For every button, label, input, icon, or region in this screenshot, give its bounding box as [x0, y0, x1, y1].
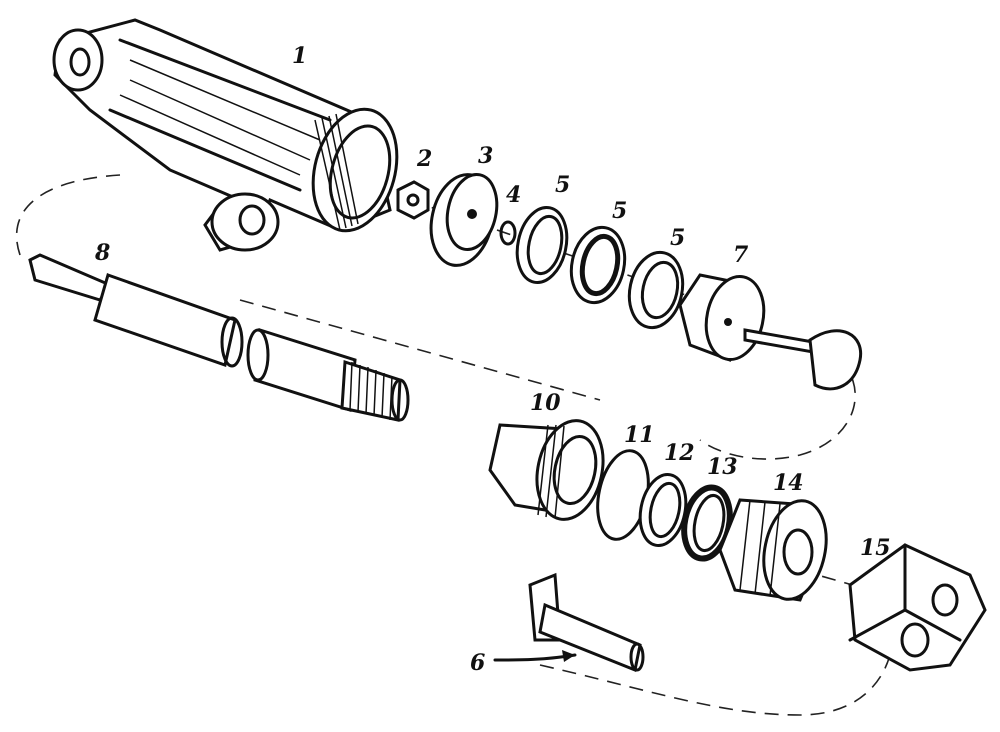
cup-seals	[515, 205, 685, 330]
label-12: 12	[664, 440, 695, 466]
nut-part	[396, 180, 430, 220]
label-5c: 5	[670, 225, 685, 251]
piston-follower	[678, 273, 863, 391]
label-8: 8	[94, 240, 110, 266]
label-15: 15	[860, 535, 891, 561]
label-3: 3	[478, 143, 493, 169]
label-7: 7	[733, 242, 749, 268]
label-6: 6	[470, 650, 485, 676]
clevis-pin	[493, 572, 645, 673]
piston-rod	[28, 253, 410, 422]
label-14: 14	[773, 470, 804, 496]
guide-line-rod-end-loop	[699, 359, 856, 460]
label-10: 10	[530, 390, 561, 416]
o-ring-part	[499, 220, 517, 246]
gland-part	[488, 419, 605, 521]
label-13: 13	[707, 454, 738, 480]
cylinder-body	[52, 18, 399, 252]
clevis	[848, 543, 987, 672]
label-1: 1	[292, 43, 307, 69]
guide-line-rod-to-gland	[239, 299, 601, 401]
part-number-labels: 1 2 3 4 5 5 5 7 8 10 11 12 13 14 15 6	[94, 43, 891, 676]
label-2: 2	[416, 146, 432, 172]
gland-nut	[718, 498, 828, 602]
label-11: 11	[624, 422, 655, 448]
label-5b: 5	[612, 198, 627, 224]
label-4: 4	[506, 182, 521, 208]
piston-part	[429, 172, 499, 267]
guide-line-cylinder-to-rod	[15, 174, 121, 256]
guide-line-pin-to-clevis	[539, 654, 891, 716]
label-5a: 5	[555, 172, 570, 198]
